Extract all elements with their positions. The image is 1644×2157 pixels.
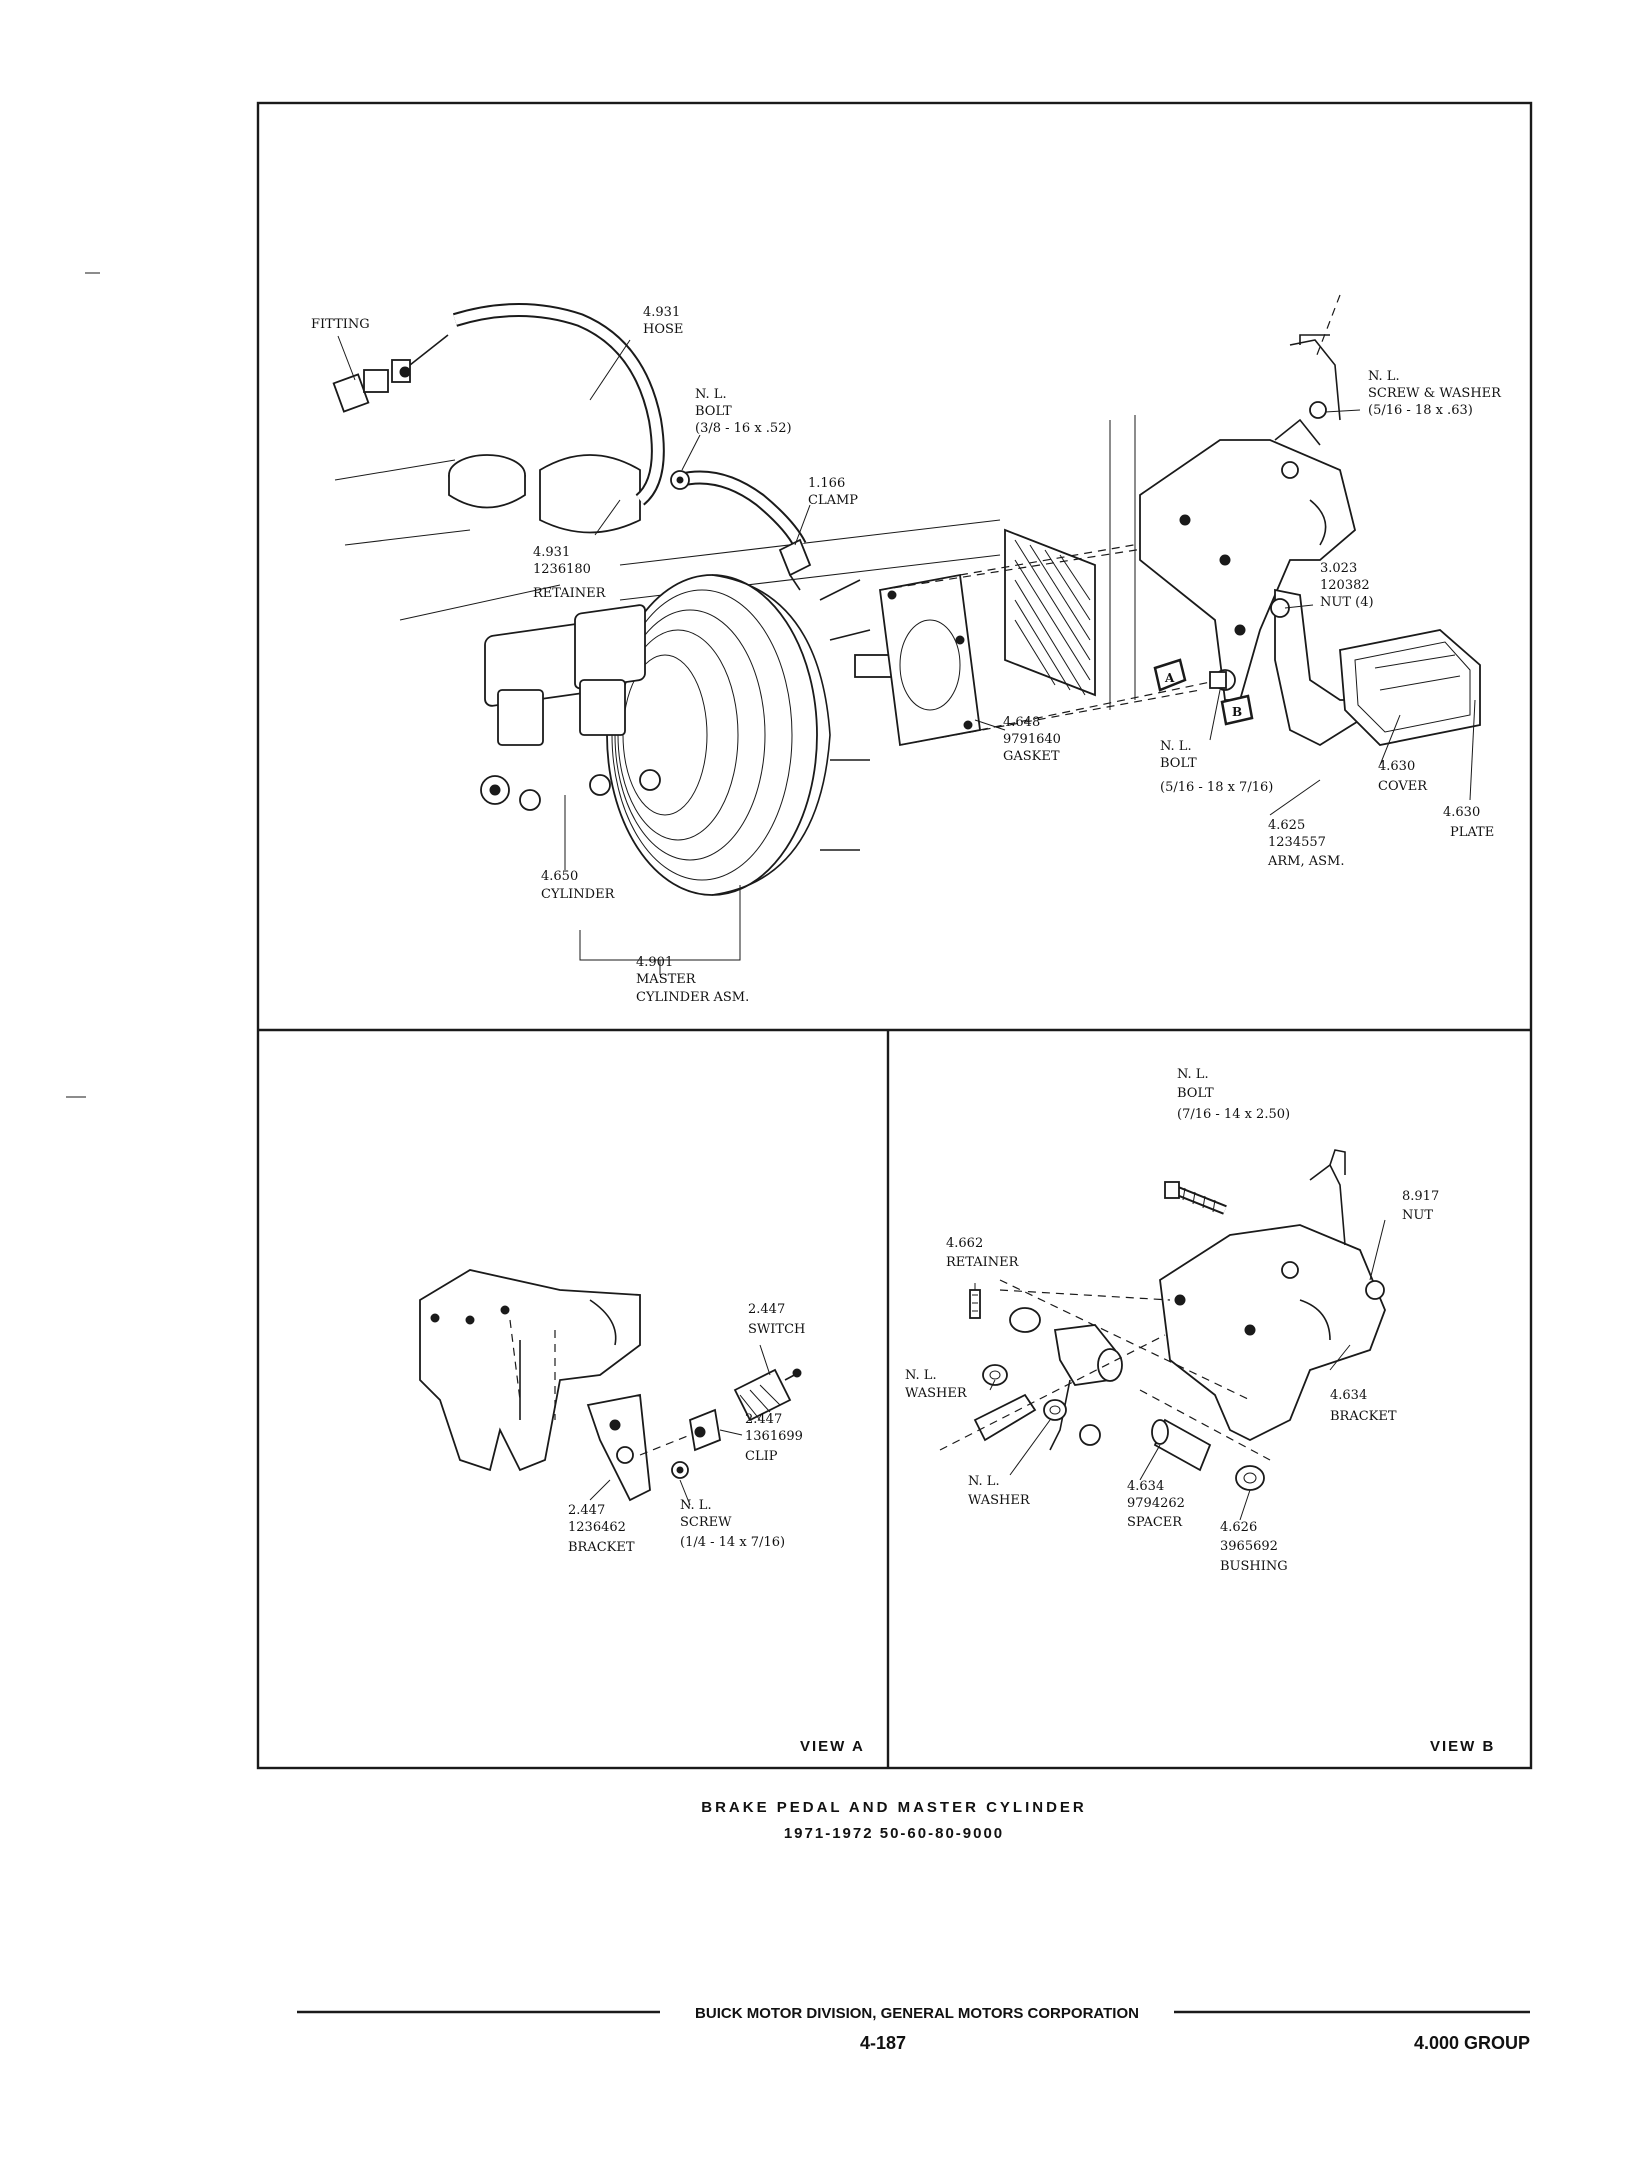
hose xyxy=(452,303,807,549)
alignment-line-a xyxy=(639,1434,691,1456)
caption-title: BRAKE PEDAL AND MASTER CYLINDER xyxy=(701,1799,1087,1816)
pedal-rod xyxy=(1289,334,1341,421)
diagram-frame xyxy=(256,101,1533,1770)
leader-lines-b xyxy=(974,1219,1386,1521)
washer-left xyxy=(982,1364,1008,1386)
switch-bracket xyxy=(586,1393,651,1502)
alignment-lines-b xyxy=(939,1279,1271,1461)
mounting-plate xyxy=(878,573,982,747)
pedal-support-bracket xyxy=(1159,1149,1386,1442)
leader-lines xyxy=(337,335,1476,975)
brake-booster xyxy=(606,574,871,896)
reservoir-cap xyxy=(448,454,641,534)
fitting xyxy=(332,334,449,413)
view-b-title: VIEW B xyxy=(1430,1738,1495,1755)
footer-division: BUICK MOTOR DIVISION, GENERAL MOTORS COR… xyxy=(695,2005,1139,2022)
view-marker-b: B xyxy=(1220,694,1254,726)
gasket xyxy=(1004,528,1096,697)
label-bolt-top: N. L.BOLT(3/8 - 16 x .52) xyxy=(695,387,792,436)
view-a-title: VIEW A xyxy=(800,1738,865,1755)
pedal-link xyxy=(973,1393,1037,1442)
page-number: 4-187 xyxy=(860,2033,906,2053)
label-screw-washer: N. L.SCREW & WASHER(5/16 - 18 x .63) xyxy=(1368,369,1502,418)
brake-switch xyxy=(733,1368,802,1422)
label-washer-bottom: N. L.WASHER xyxy=(968,1474,1031,1508)
spacer xyxy=(1151,1418,1212,1472)
view-marker-b-label: B xyxy=(1232,705,1242,719)
leader-lines-a xyxy=(589,1344,771,1506)
washer-bottom xyxy=(1043,1399,1067,1421)
bolt-pedal xyxy=(1209,669,1236,691)
retainer-clip xyxy=(969,1289,981,1319)
master-cylinder xyxy=(480,604,661,811)
pedal-bracket xyxy=(1139,418,1357,701)
bushing xyxy=(1235,1465,1265,1491)
switch-clip xyxy=(688,1408,722,1452)
label-bolt-pedal: N. L.BOLT(5/16 - 18 x 7/16) xyxy=(1160,739,1273,795)
support-bracket-a xyxy=(419,1269,641,1472)
switch-screw xyxy=(671,1461,689,1479)
label-washer-left: N. L.WASHER xyxy=(905,1368,968,1401)
pedal-pad xyxy=(1339,629,1481,746)
clamp xyxy=(778,538,812,591)
pedal-hub xyxy=(1009,1307,1123,1451)
label-screw: N. L.SCREW(1/4 - 14 x 7/16) xyxy=(680,1498,785,1550)
view-marker-a-label: A xyxy=(1164,671,1175,685)
pivot-bolt xyxy=(1164,1181,1227,1215)
label-fitting: FITTING xyxy=(311,317,370,332)
view-marker-a: A xyxy=(1153,658,1187,692)
firewall-outline xyxy=(334,415,1136,710)
label-bolt-b: N. L.BOLT(7/16 - 14 x 2.50) xyxy=(1177,1067,1290,1122)
caption-subtitle: 1971-1972 50-60-80-9000 xyxy=(784,1825,1004,1842)
group-label: 4.000 GROUP xyxy=(1414,2033,1530,2053)
bolt-top xyxy=(670,470,690,490)
